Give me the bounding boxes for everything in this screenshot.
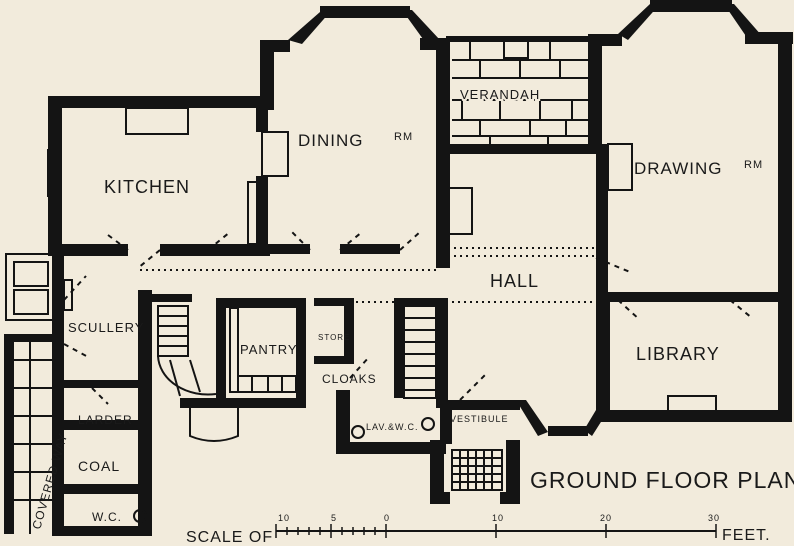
windows — [47, 85, 789, 371]
drawing-sup-label: RM — [744, 159, 763, 171]
chimney-breasts — [125, 39, 717, 413]
covered-way-label: COVERED WAY — [29, 431, 70, 531]
scale-tick-label: 5 — [331, 513, 337, 523]
coal-label: COAL — [78, 458, 120, 474]
vestibule-label: VESTIBULE — [450, 414, 509, 424]
fixtures — [133, 181, 435, 523]
larder-label: LARDER — [78, 413, 133, 427]
cloaks-label: CLOAKS — [322, 372, 377, 386]
scullery-label: SCULLERY — [68, 320, 144, 335]
pantry-shelves — [229, 307, 297, 393]
scale-bar: SCALE OF 10 5 0 10 20 30 FEET. — [186, 513, 771, 546]
verandah-paving — [452, 42, 588, 144]
staircases — [157, 305, 437, 442]
drawing-label: DRAWING — [634, 159, 723, 178]
scale-prefix: SCALE OF — [186, 529, 273, 546]
scale-tick-label: 10 — [492, 513, 504, 523]
vestibule-tiling — [451, 449, 503, 491]
covered-way-paving — [14, 342, 52, 534]
verandah-label: VERANDAH — [460, 87, 540, 102]
hall-label: HALL — [490, 271, 539, 291]
wc-label: W.C. — [92, 510, 122, 524]
dining-sup-label: RM — [394, 131, 413, 143]
pantry-label: PANTRY — [240, 342, 298, 357]
scale-tick-label: 0 — [384, 513, 390, 523]
outer-walls — [4, 0, 793, 536]
scale-tick-label: 10 — [278, 513, 290, 523]
plan-title: GROUND FLOOR PLAN — [530, 467, 794, 493]
scale-tick-label: 20 — [600, 513, 612, 523]
dining-label: DINING — [298, 131, 364, 150]
library-label: LIBRARY — [636, 344, 720, 364]
outbuilding — [5, 253, 59, 321]
scale-suffix: FEET. — [722, 527, 771, 544]
scale-tick-label: 30 — [708, 513, 720, 523]
store-label: STORE — [318, 333, 350, 342]
kitchen-label: KITCHEN — [104, 177, 190, 197]
door-openings — [63, 231, 753, 405]
lav-label: LAV.&W.C. — [366, 422, 419, 432]
